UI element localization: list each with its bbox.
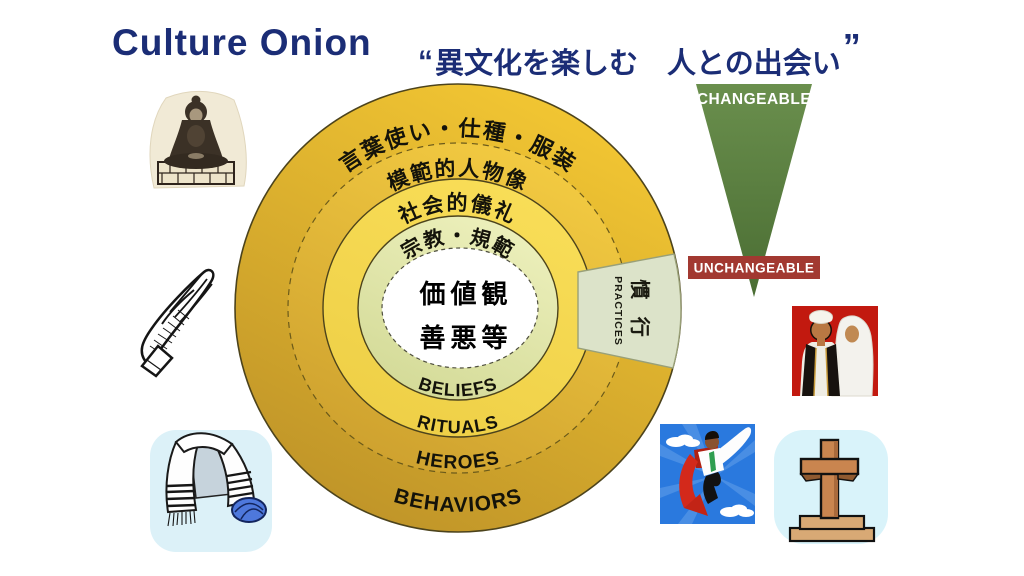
- page-title: Culture Onion: [112, 22, 372, 63]
- practices-wedge: 慣 行 PRACTICES: [577, 253, 682, 369]
- subtitle-text: 異文化を楽しむ 人との出会い: [435, 48, 841, 80]
- page-subtitle: “異文化を楽しむ 人との出会い”: [418, 26, 861, 82]
- changeable-label: CHANGEABLE: [697, 91, 811, 108]
- core-values: 価値観 善悪等: [418, 279, 512, 353]
- prayer-shawl-image: [150, 430, 272, 552]
- core-value-line2: 善悪等: [419, 323, 512, 353]
- onion-rings: [234, 83, 682, 533]
- open-quote: “: [418, 45, 433, 78]
- buddha-statue-image: [149, 90, 247, 189]
- core-circle: [381, 247, 539, 369]
- practices-label-en: PRACTICES: [612, 276, 624, 346]
- close-quote: ”: [842, 26, 861, 67]
- muslim-couple-image: [792, 306, 878, 397]
- changeable-triangle: [696, 84, 812, 297]
- cross-image: [774, 430, 888, 544]
- unchangeable-banner: [688, 256, 820, 279]
- change-scale: CHANGEABLE UNCHANGEABLE: [688, 84, 820, 297]
- praying-hands-image: [140, 268, 215, 378]
- core-value-line1: 価値観: [418, 279, 512, 309]
- superhero-image: [660, 424, 755, 524]
- practices-label-jp: 慣 行: [628, 279, 652, 343]
- unchangeable-label: UNCHANGEABLE: [694, 261, 815, 276]
